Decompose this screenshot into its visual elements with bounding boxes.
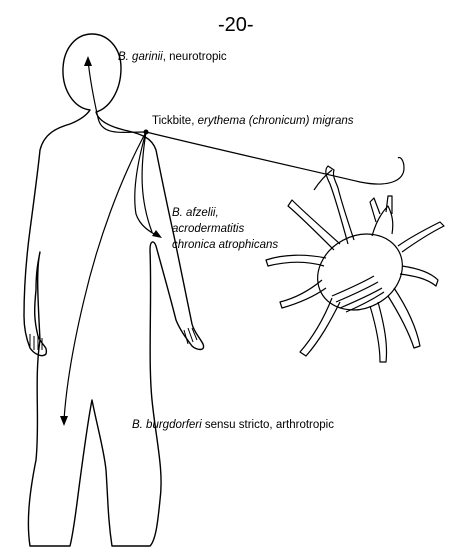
label-garinii-desc: , neurotropic xyxy=(163,51,227,63)
arrowhead-arm xyxy=(152,230,162,238)
arrowheads xyxy=(60,56,162,426)
label-tickbite: Tickbite, erythema (chronicum) migrans xyxy=(152,115,354,127)
label-garinii-species: B. garinii xyxy=(118,51,163,63)
arrow-to-arm-2 xyxy=(142,132,152,232)
label-afzelii-line3: chronica atrophicans xyxy=(172,239,278,251)
page-number: -20- xyxy=(218,14,254,36)
arrow-to-head xyxy=(88,60,146,132)
arrow-to-tick xyxy=(146,132,404,184)
arrowhead-head xyxy=(84,56,92,66)
label-tickbite-italic: erythema (chronicum) migrans xyxy=(198,115,354,127)
arrow-to-leg xyxy=(64,132,146,420)
label-afzelii-species: B. afzelii, xyxy=(172,207,219,219)
label-tickbite-plain: Tickbite, xyxy=(152,115,198,127)
arrowhead-leg xyxy=(60,416,68,426)
label-garinii: B. garinii, neurotropic xyxy=(118,51,227,63)
label-burgdorferi-desc: sensu stricto, arthrotropic xyxy=(202,419,335,431)
label-afzelii-line2: acrodermatitis xyxy=(172,223,244,235)
tick-illustration xyxy=(266,166,444,362)
label-burgdorferi: B. burgdorferi sensu stricto, arthrotrop… xyxy=(132,419,334,431)
label-burgdorferi-species: B. burgdorferi xyxy=(132,419,202,431)
human-outline xyxy=(24,34,204,546)
